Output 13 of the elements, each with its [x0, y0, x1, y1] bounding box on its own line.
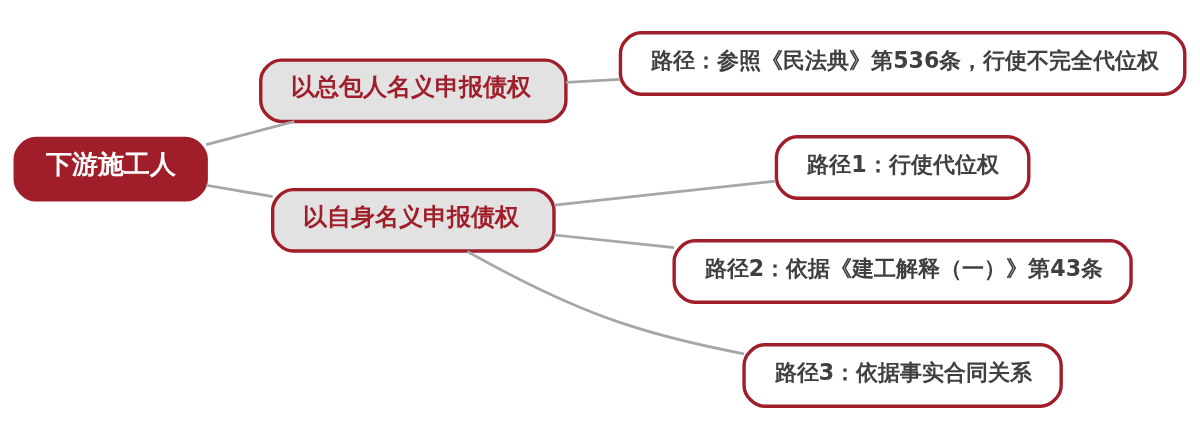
connector	[554, 179, 776, 207]
node-box: 以自身名义申报债权	[270, 187, 556, 253]
node-box: 以总包人名义申报债权	[259, 58, 568, 124]
node-box: 路径：参照《民法典》第536条，行使不完全代位权	[618, 31, 1187, 96]
connector	[566, 77, 621, 84]
connector	[466, 250, 745, 356]
node-box: 路径2：依据《建工解释（一）》第43条	[672, 239, 1133, 304]
connector	[205, 120, 295, 146]
connector	[206, 183, 273, 198]
node-box: 下游施工人	[13, 136, 208, 202]
node-box: 路径3：依据事实合同关系	[742, 343, 1063, 408]
connector	[554, 233, 675, 249]
node-box: 路径1：行使代位权	[774, 135, 1031, 200]
